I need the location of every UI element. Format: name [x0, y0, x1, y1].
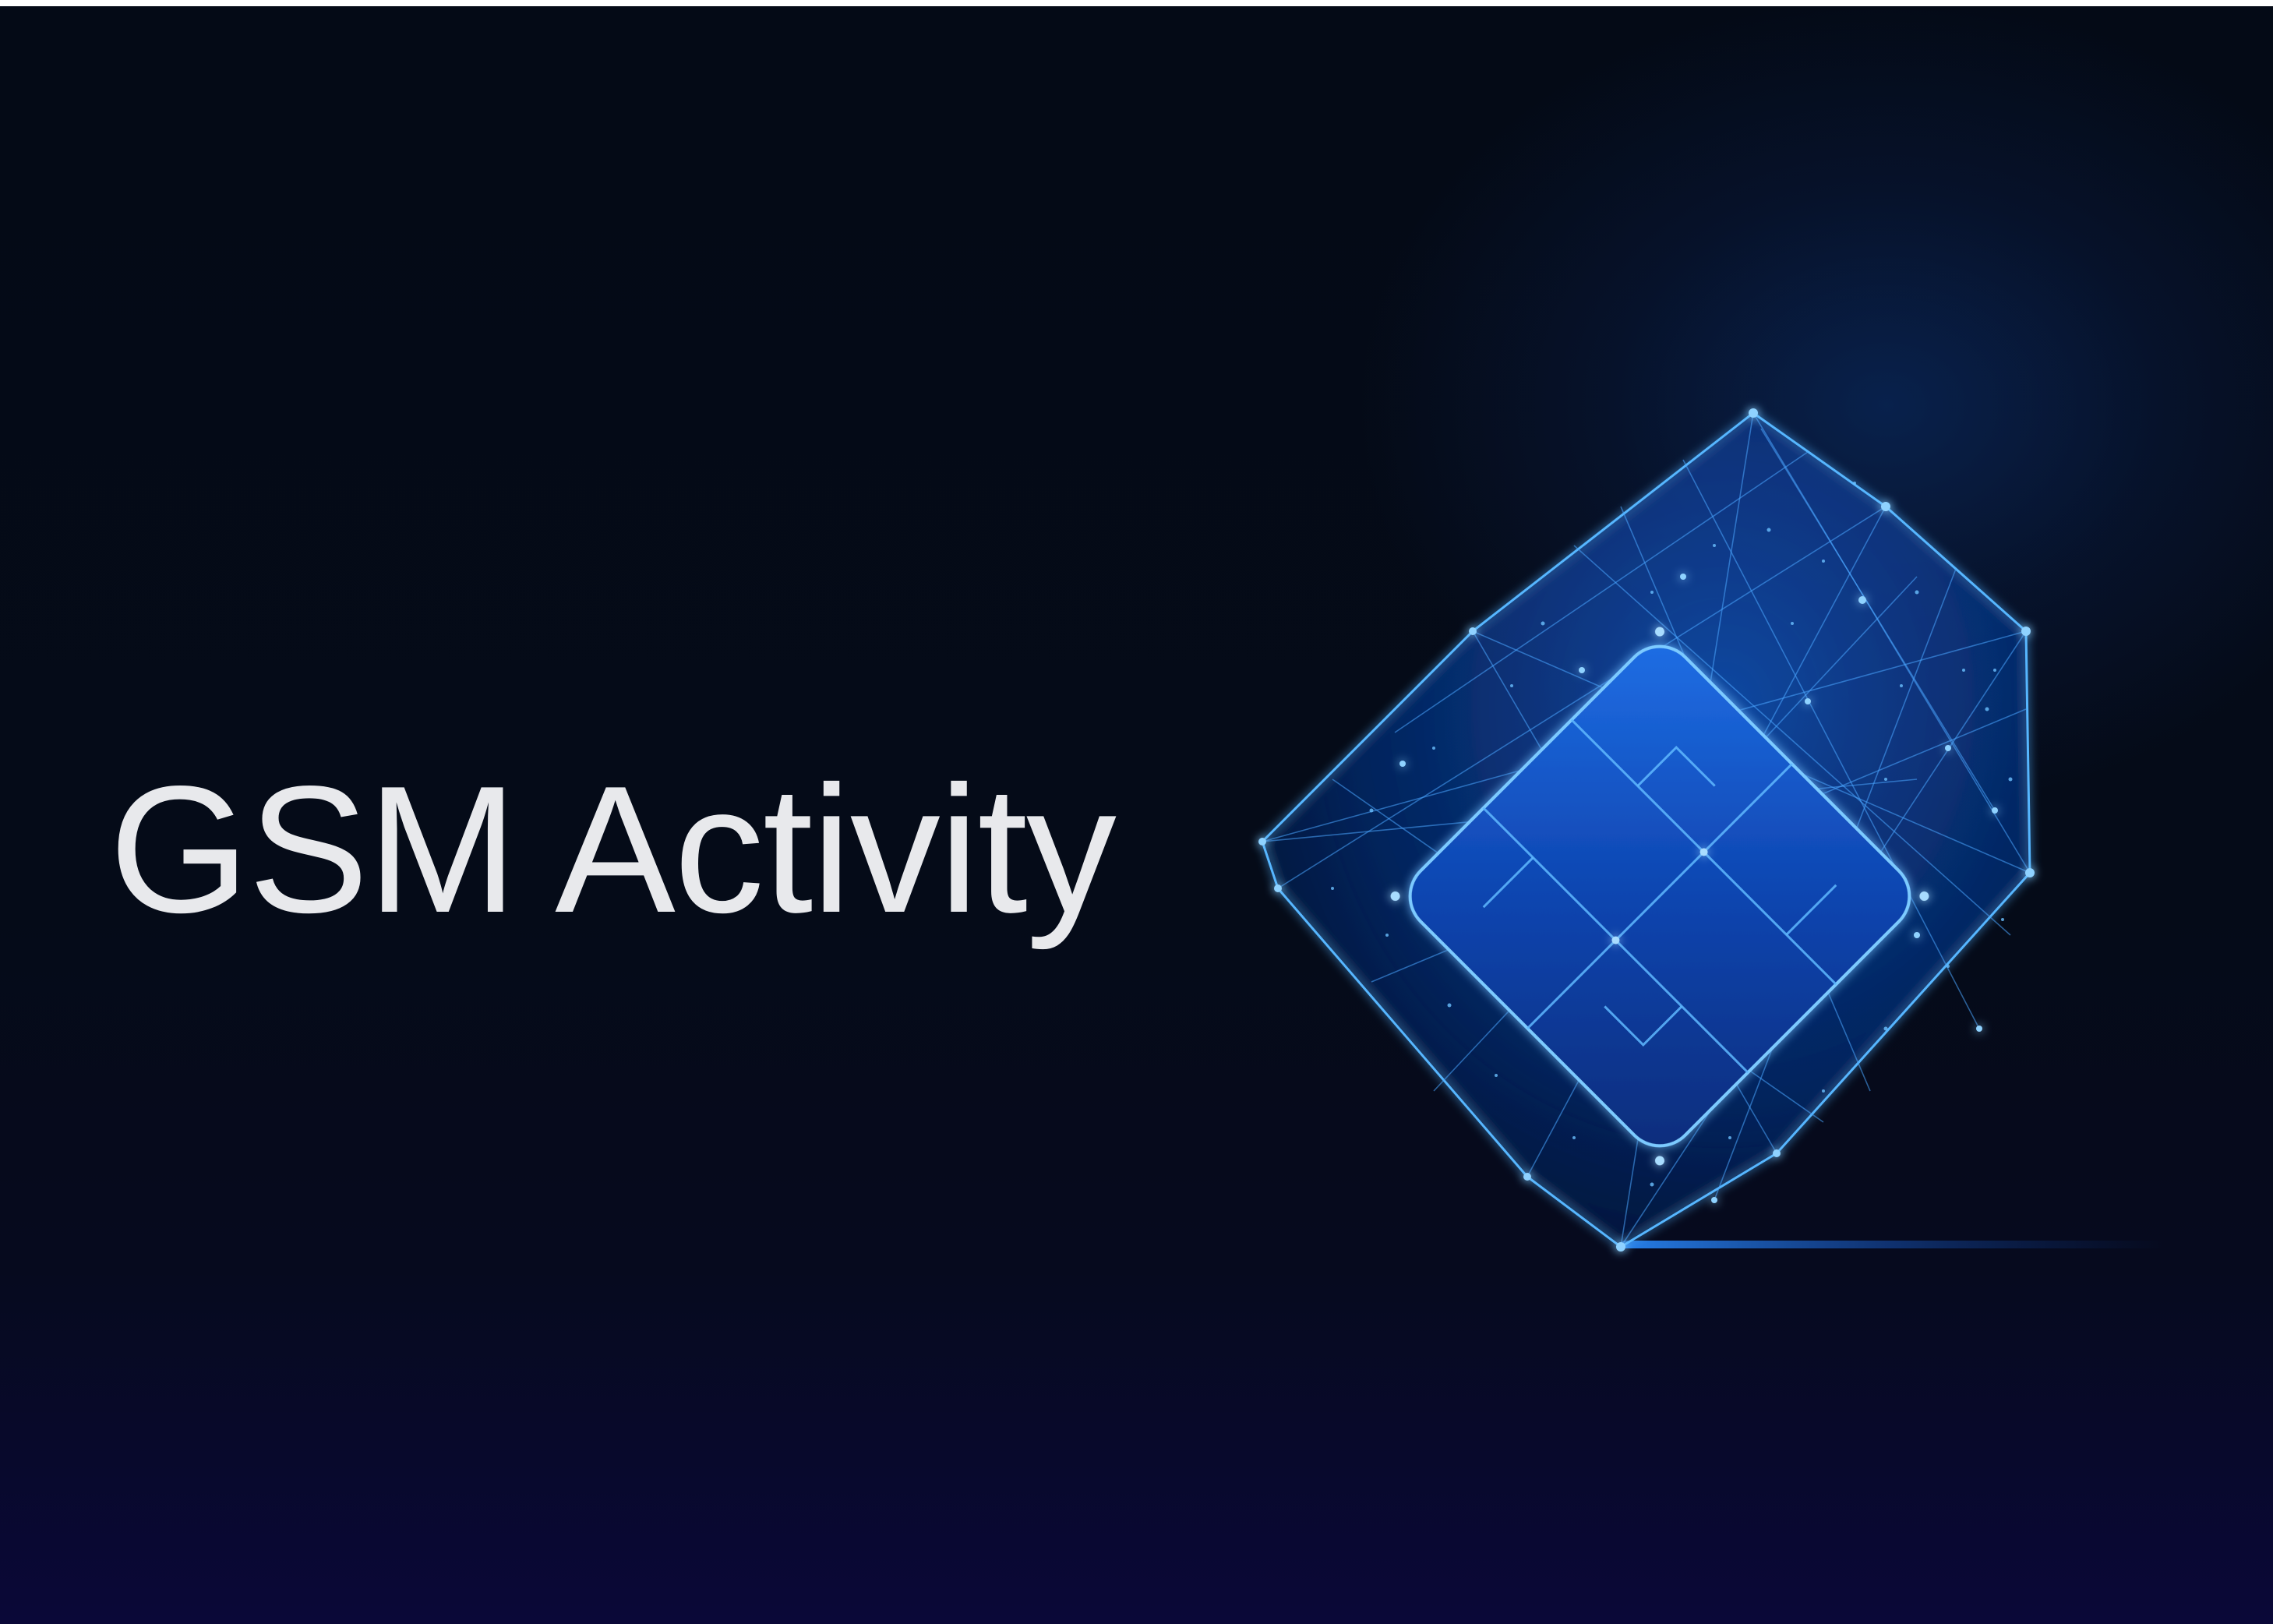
sim-card-icon [1258, 408, 2166, 1252]
top-edge-strip [0, 0, 2273, 6]
slide-title: GSM Activity [109, 749, 1117, 951]
sim-chip [1390, 627, 1929, 1166]
floor-reflection [1621, 1241, 2166, 1248]
